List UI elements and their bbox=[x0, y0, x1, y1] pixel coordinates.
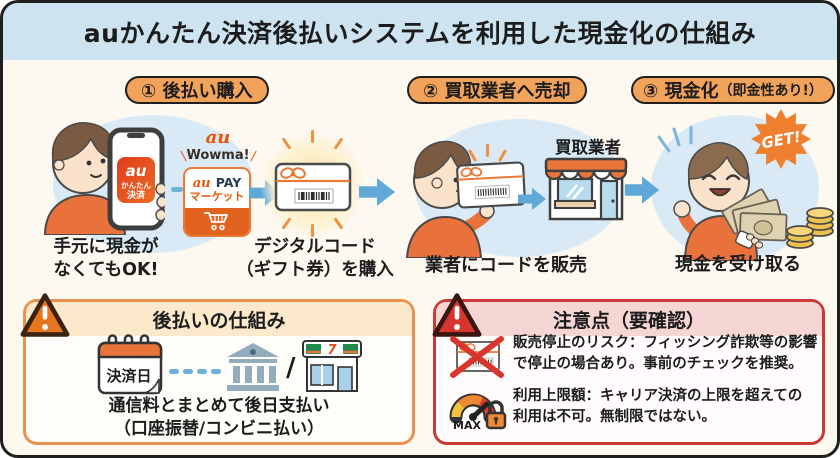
deferred-box-caption: 通信料とまとめて後日支払い （口座振替/コンビニ払い） bbox=[108, 396, 330, 439]
step1-label-text: ① 後払い購入 bbox=[141, 81, 253, 102]
connector-dash bbox=[171, 187, 183, 192]
deferred-box-header: 後払いの仕組み bbox=[26, 302, 412, 336]
person3-illustration bbox=[657, 125, 788, 261]
person3-hair bbox=[688, 141, 749, 181]
caution-box: 注意点（要確認） bbox=[433, 299, 825, 445]
store-door bbox=[337, 366, 353, 392]
seven-logo: 7 bbox=[327, 343, 337, 358]
person2-illustration bbox=[405, 140, 495, 258]
sparkle-ray bbox=[486, 144, 489, 157]
step2-caption: 業者にコードを販売 bbox=[425, 255, 587, 276]
page-title: auかんたん決済後払いシステムを利用した現金化の仕組み bbox=[83, 18, 757, 48]
get-badge: GET! bbox=[751, 109, 811, 169]
gift-card-icon bbox=[274, 162, 352, 212]
dashed-line bbox=[197, 369, 207, 374]
coin-stacks-icon bbox=[786, 207, 834, 249]
starburst-icon bbox=[751, 109, 811, 169]
warning-triangle-icon bbox=[20, 293, 70, 337]
caution-box-header: 注意点（要確認） bbox=[436, 302, 822, 336]
phone-app-kessai: 決済 bbox=[127, 189, 146, 201]
calendar-icon: 決済日 bbox=[97, 334, 163, 395]
dashed-line bbox=[169, 369, 179, 374]
convenience-store-icon: 7 bbox=[302, 340, 362, 392]
banned-gift-card-icon bbox=[450, 336, 504, 378]
dashed-line bbox=[183, 369, 193, 374]
separator-slash: / bbox=[286, 353, 296, 383]
store-door bbox=[599, 179, 619, 221]
barcode-icon bbox=[477, 187, 507, 197]
alert-triangle-icon bbox=[432, 293, 482, 337]
aupay-market-card: au PAY マーケット bbox=[183, 167, 251, 237]
sparkle-ray bbox=[311, 224, 314, 237]
step1-code-caption: デジタルコード （ギフト券）を購入 bbox=[236, 237, 394, 281]
store-label: 買取業者 bbox=[555, 138, 621, 157]
step3-caption: 現金を受け取る bbox=[675, 254, 801, 275]
au-wowma-block: au Wowma! au PAY マーケット bbox=[180, 127, 256, 237]
gift-card-in-hand-icon bbox=[456, 161, 526, 209]
step2-label: ② 買取業者へ売却 bbox=[407, 76, 587, 104]
emphasis-slash-right bbox=[249, 150, 256, 161]
au-kantan-app-icon bbox=[117, 157, 155, 203]
bank-icon bbox=[227, 343, 279, 391]
aupay-pay-text: PAY bbox=[215, 175, 242, 191]
lock-shackle bbox=[488, 400, 504, 413]
step3-label-main: ③ 現金化 bbox=[643, 81, 719, 102]
phone-notch bbox=[127, 133, 145, 138]
step3-label-sub: （即金性あり!） bbox=[718, 83, 823, 99]
deferred-box-title: 後払いの仕組み bbox=[152, 309, 286, 332]
wowma-name-text: Wowma! bbox=[186, 148, 250, 163]
caution-item-1: 販売停止のリスク：フィッシング詐欺等の影響 で停止の場合あり。事前のチェックを推… bbox=[513, 335, 818, 372]
wowma-au-text: au bbox=[205, 127, 231, 148]
max-label: MAX bbox=[453, 419, 481, 431]
title-bar: auかんたん決済後払いシステムを利用した現金化の仕組み bbox=[3, 3, 837, 60]
calendar-label: 決済日 bbox=[106, 367, 151, 385]
caution-item-2: 利用上限額：キャリア決済の上限を超えての 利用は不可。無制限ではない。 bbox=[513, 388, 803, 425]
dashed-line bbox=[211, 369, 221, 374]
caution-box-title: 注意点（要確認） bbox=[552, 309, 705, 332]
prohibited-x-icon bbox=[450, 336, 504, 378]
aupay-market-text: マーケット bbox=[189, 190, 245, 204]
shopping-cart-icon bbox=[204, 212, 228, 231]
phone-app-kantan: かんたん bbox=[121, 180, 151, 190]
max-gauge-lock-icon: MAX bbox=[449, 393, 507, 431]
step2-label-text: ② 買取業者へ売却 bbox=[423, 81, 571, 102]
phone-app-au: au bbox=[126, 162, 147, 180]
step3-label: ③ 現金化（即金性あり!） bbox=[631, 76, 835, 104]
buyback-store-icon bbox=[544, 157, 628, 221]
smartphone-icon: au かんたん 決済 bbox=[107, 127, 165, 231]
step1-label: ① 後払い購入 bbox=[125, 76, 269, 104]
joy-rays-icon bbox=[657, 125, 693, 153]
step1-person-caption: 手元に現金が なくてもOK! bbox=[53, 237, 159, 281]
sparkle-ray bbox=[311, 130, 314, 143]
aupay-au-text: au bbox=[192, 176, 211, 192]
